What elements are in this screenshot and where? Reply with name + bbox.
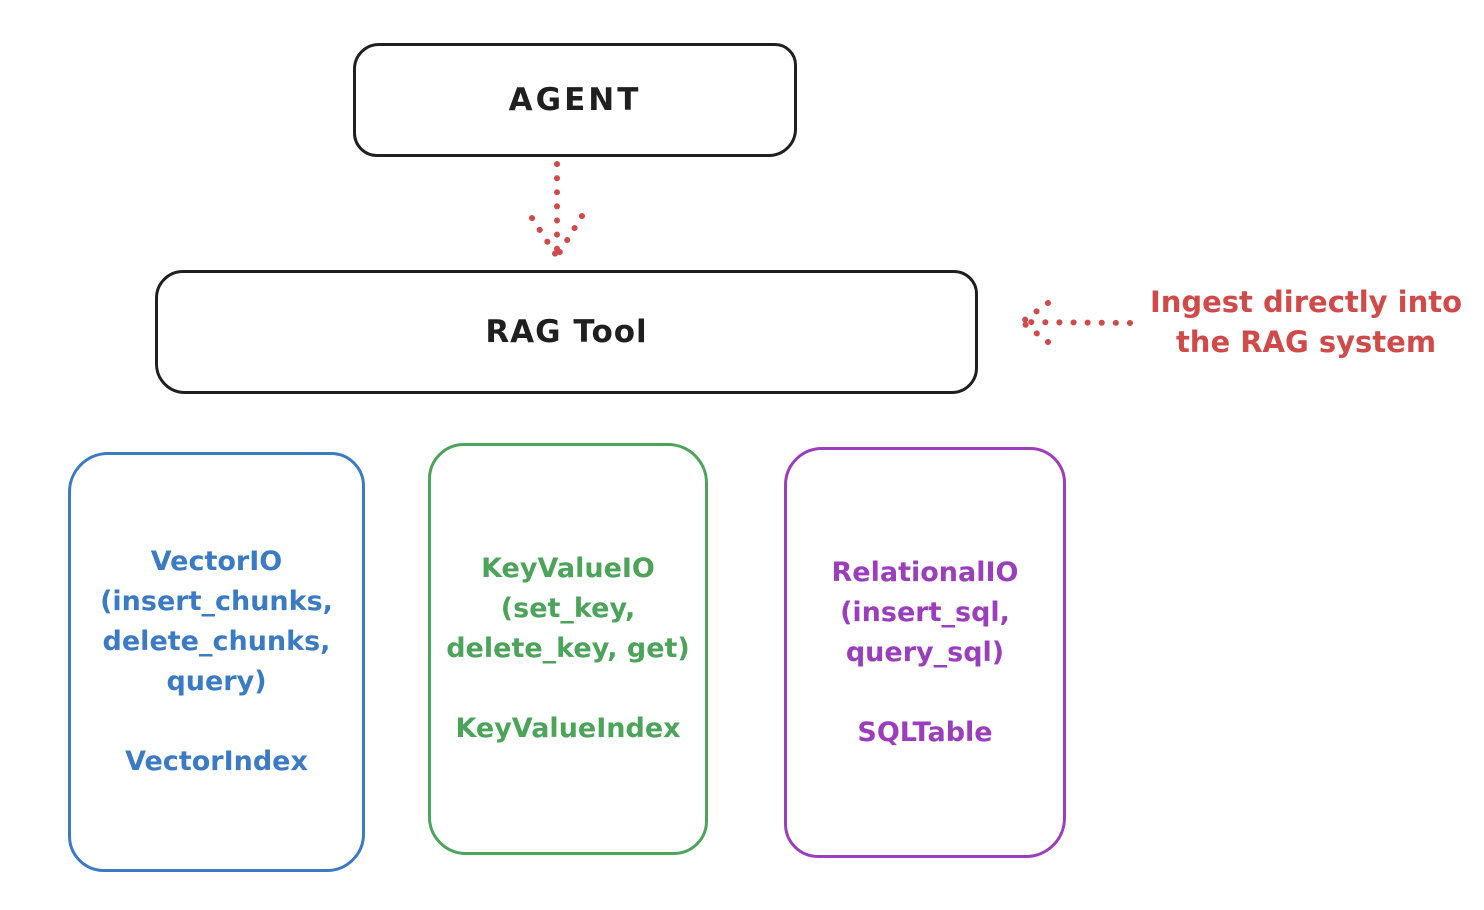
keyvalue-io-method-line: (set_key, <box>500 593 636 624</box>
ingest-note-line2: the RAG system <box>1175 325 1437 359</box>
vector-io-box: VectorIO (insert_chunks, delete_chunks, … <box>68 452 365 872</box>
ingest-note-line1: Ingest directly into <box>1149 285 1463 319</box>
keyvalue-io-method-line: delete_key, get) <box>446 633 690 664</box>
vector-io-method-line: (insert_chunks, <box>100 586 333 617</box>
rag-tool-box-label: RAG Tool <box>485 314 648 350</box>
ingest-note: Ingest directly into the RAG system <box>1138 282 1474 362</box>
vector-io-method-line: query) <box>166 666 267 697</box>
agent-box: AGENT <box>353 43 797 157</box>
vector-io-method-line: delete_chunks, <box>102 626 331 657</box>
agent-box-label: AGENT <box>508 82 642 118</box>
vector-index-label: VectorIndex <box>125 746 308 777</box>
vector-io-title: VectorIO <box>150 546 283 577</box>
relational-io-method-line: query_sql) <box>845 636 1005 668</box>
relational-io-title: RelationalIO <box>831 556 1019 588</box>
ingest-note-arrow-icon <box>1019 300 1133 345</box>
agent-to-ragtool-arrow-icon <box>529 161 585 259</box>
rag-tool-box: RAG Tool <box>155 270 978 394</box>
keyvalue-io-box: KeyValueIO (set_key, delete_key, get) Ke… <box>428 443 708 855</box>
relational-io-box: RelationalIO (insert_sql, query_sql) SQL… <box>784 447 1066 858</box>
keyvalue-index-label: KeyValueIndex <box>455 713 681 744</box>
relational-io-method-line: (insert_sql, <box>840 596 1010 628</box>
keyvalue-io-title: KeyValueIO <box>481 553 655 584</box>
sql-table-label: SQLTable <box>857 716 993 748</box>
